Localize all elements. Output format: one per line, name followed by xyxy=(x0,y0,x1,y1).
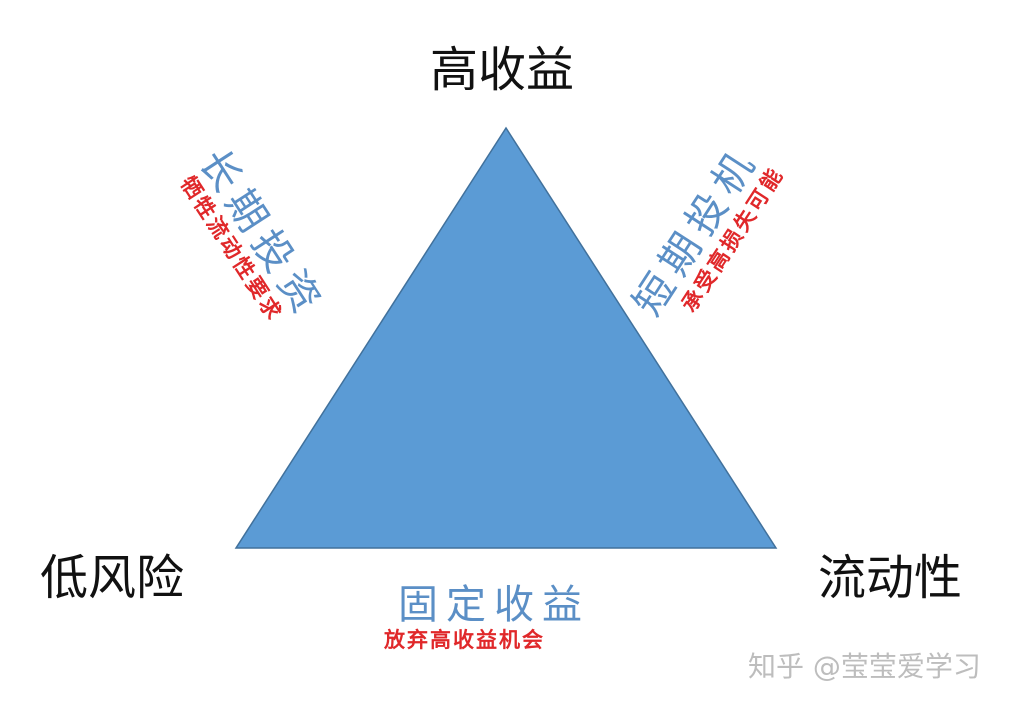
triangle-shape xyxy=(234,126,778,549)
side-bottom-title: 固定收益 xyxy=(398,582,590,628)
corner-label-bottom-right: 流动性 xyxy=(818,550,963,606)
watermark-text: 知乎 @莹莹爱学习 xyxy=(748,650,981,683)
corner-label-top: 高收益 xyxy=(430,42,575,98)
corner-label-bottom-left: 低风险 xyxy=(40,550,185,606)
side-bottom-note: 放弃高收益机会 xyxy=(384,627,545,652)
